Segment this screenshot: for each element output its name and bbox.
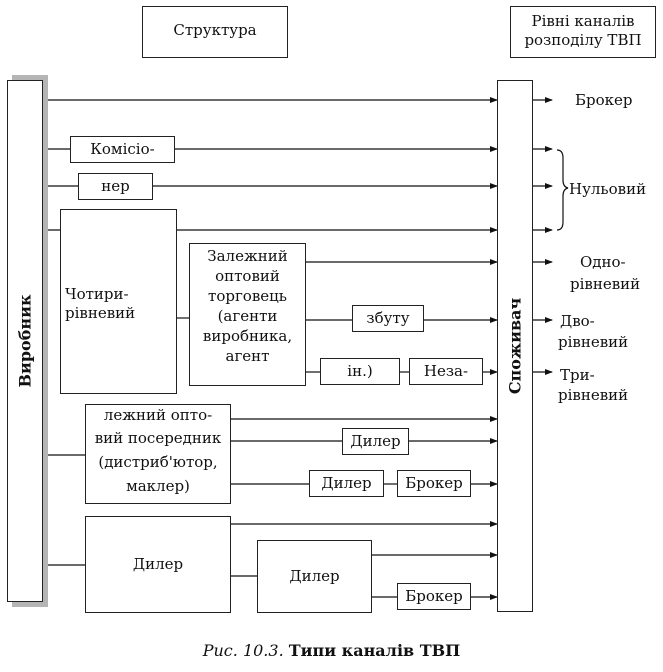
level-two-b: рівневий	[558, 333, 629, 351]
four-level-label-1: Чотири-	[65, 285, 129, 303]
consumer-box	[497, 80, 533, 612]
dealer-sub-label: Дилер	[289, 567, 340, 585]
level-broker: Брокер	[575, 91, 633, 109]
dependent-wholesaler-box	[189, 243, 306, 386]
dependent-label-6: агент	[225, 347, 270, 365]
producer-label: Виробник	[15, 294, 35, 388]
level-one-b: рівневий	[570, 275, 641, 293]
zbutu-box	[352, 305, 424, 332]
independent-label-1: лежний опто-	[103, 406, 213, 424]
level-three-b: рівневий	[558, 386, 629, 404]
broker-box-1	[397, 470, 471, 497]
figure-caption: Рис. 10.3. Типи каналів ТВП	[0, 641, 663, 660]
dealer-label-2: Дилер	[321, 474, 372, 492]
dealer-main-label: Дилер	[132, 555, 184, 573]
independent-wholesaler-box	[85, 404, 231, 504]
commission-label-2: нер	[101, 177, 130, 195]
four-level-box	[60, 209, 177, 394]
neza-label: Неза-	[423, 362, 469, 380]
levels-header	[510, 6, 656, 58]
dependent-label-3: торговець	[208, 287, 287, 305]
in-label: ін.)	[347, 362, 373, 380]
dependent-label-4: (агенти	[217, 307, 278, 325]
figure-title: Типи каналів ТВП	[288, 641, 461, 660]
commission-box-1	[70, 136, 175, 163]
four-level-label-2: рівневий	[65, 304, 136, 322]
dependent-label-1: Залежний	[207, 247, 288, 265]
dealer-box-1	[342, 428, 409, 455]
level-three-a: Три-	[560, 366, 595, 384]
zbutu-label: збуту	[366, 309, 410, 327]
dealer-main-box	[85, 516, 231, 613]
independent-label-2: вий посередник	[94, 429, 222, 447]
dependent-label-5: виробника,	[202, 327, 293, 345]
broker-label-1: Брокер	[405, 474, 463, 492]
levels-header-line1: Рівні каналів	[531, 12, 635, 30]
in-box	[320, 358, 400, 385]
levels-header-line2: розподілу ТВП	[524, 31, 642, 49]
producer-box	[7, 80, 43, 602]
independent-label-3: (дистриб'ютор,	[98, 453, 218, 471]
structure-header	[142, 6, 288, 58]
level-one-a: Одно-	[580, 253, 626, 271]
neza-box	[409, 358, 483, 385]
independent-label-4: маклер)	[126, 477, 190, 495]
dealer-box-2	[309, 470, 384, 497]
commission-box-2	[78, 173, 153, 200]
consumer-label: Споживач	[505, 297, 525, 395]
dependent-label-2: оптовий	[215, 267, 280, 285]
level-two-a: Дво-	[560, 312, 595, 330]
broker-label-2: Брокер	[405, 587, 463, 605]
commission-label-1: Комісіо-	[90, 140, 155, 158]
broker-box-2	[397, 583, 471, 610]
level-zero: Нульовий	[569, 180, 647, 198]
dealer-label-1: Дилер	[350, 432, 401, 450]
dealer-sub-box	[257, 540, 372, 613]
figure-number: Рис. 10.3.	[202, 641, 284, 660]
structure-header-label: Структура	[173, 21, 257, 39]
